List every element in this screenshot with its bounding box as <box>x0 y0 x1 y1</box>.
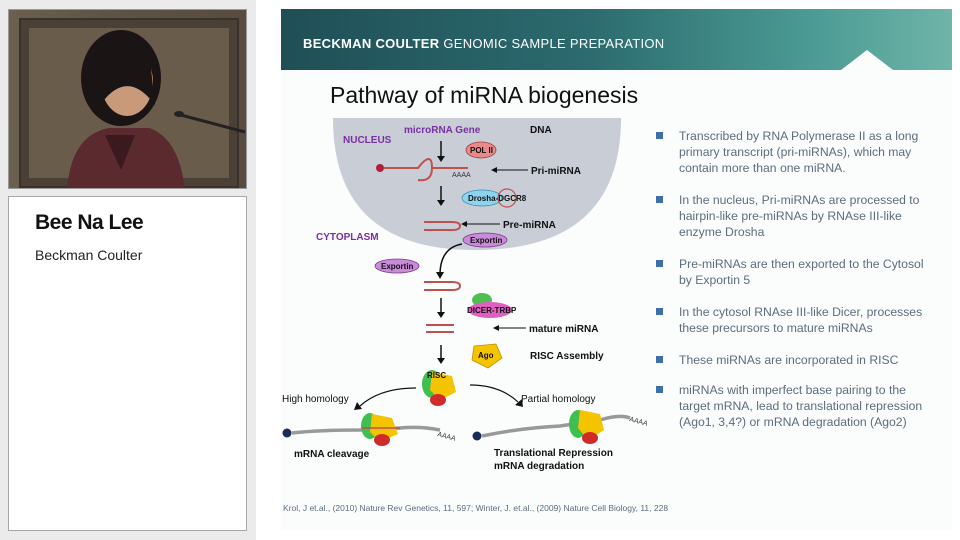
pri-mirna-label: Pri-miRNA <box>531 166 581 177</box>
presenter-video <box>8 9 247 189</box>
arrow-right-icon <box>515 399 523 407</box>
presenter-name: Bee Na Lee <box>35 211 144 234</box>
bullet-square-icon <box>656 308 663 315</box>
exportin-icon <box>462 232 508 248</box>
pri-mirna-strand <box>384 158 468 182</box>
banner-subtitle: GENOMIC SAMPLE PREPARATION <box>439 36 665 51</box>
pol2-enzyme-icon <box>465 141 497 159</box>
exportin-label: Exportin <box>470 236 503 245</box>
dicer-icon <box>468 302 512 318</box>
bullet-item: In the nucleus, Pri-miRNAs are processed… <box>656 192 928 240</box>
arrow-down-icon <box>436 272 444 279</box>
arrow-down-icon <box>437 156 445 162</box>
bullet-text: These miRNAs are incorporated in RISC <box>679 353 899 367</box>
banner-notch <box>841 50 893 70</box>
ago-label: Ago <box>478 351 494 360</box>
arrow-down-icon <box>437 358 445 364</box>
high-homology-label: High homology <box>282 394 349 405</box>
mature-mirna-label: mature miRNA <box>529 324 598 335</box>
slide-banner: BECKMAN COULTER GENOMIC SAMPLE PREPARATI… <box>281 9 952 70</box>
bullet-text: In the cytosol RNAse III-like Dicer, pro… <box>679 305 923 335</box>
dna-label: DNA <box>530 125 552 136</box>
target-mrna-right <box>481 414 631 438</box>
pre-mirna-hairpin <box>424 221 462 231</box>
cytoplasm-label: CYTOPLASM <box>316 232 379 243</box>
polya-tail-label: AAAA <box>452 172 471 179</box>
arrow-down-icon <box>437 200 445 206</box>
cap-icon <box>376 164 384 172</box>
bullet-square-icon <box>656 386 663 393</box>
exported-hairpin <box>424 281 462 291</box>
bullet-text: Pre-miRNAs are then exported to the Cyto… <box>679 257 924 287</box>
presenter-figure <box>67 30 246 188</box>
bullet-square-icon <box>656 196 663 203</box>
arrow-left-icon <box>354 402 362 410</box>
polya-tail-left-label: AAAA <box>436 431 456 443</box>
dicer-label: DICER-TRBP <box>467 306 517 315</box>
bullet-square-icon <box>656 132 663 139</box>
bullet-square-icon <box>656 356 663 363</box>
presenter-organization: Beckman Coulter <box>35 247 143 263</box>
exportin-cytoplasm-icon <box>374 258 420 274</box>
references: Krol, J et.al., (2010) Nature Rev Geneti… <box>283 503 669 513</box>
risc-label: RISC <box>427 371 446 380</box>
risc-red-icon <box>430 394 446 406</box>
partial-homology-label: Partial homology <box>521 394 595 405</box>
drosha-enzyme-icon <box>461 189 503 207</box>
bullet-list: Transcribed by RNA Polymerase II as a lo… <box>656 128 928 430</box>
polya-tail-right-label: AAAA <box>628 416 648 428</box>
translational-repression-label: Translational Repression <box>494 448 613 459</box>
pol2-label: POL II <box>470 146 493 155</box>
exportin-cytoplasm-label: Exportin <box>381 262 414 271</box>
bullet-item: In the cytosol RNAse III-like Dicer, pro… <box>656 304 928 336</box>
nucleus-label: NUCLEUS <box>343 135 392 146</box>
bullet-text: Transcribed by RNA Polymerase II as a lo… <box>679 129 919 175</box>
risc-yellow-icon <box>430 372 456 400</box>
mrna-cap-icon <box>282 428 292 438</box>
mrna-cleavage-label: mRNA cleavage <box>294 449 370 460</box>
bullet-square-icon <box>656 260 663 267</box>
banner-brand: BECKMAN COULTER <box>303 36 440 51</box>
ago-protein-icon <box>471 343 503 369</box>
presenter-info-panel: Bee Na Lee Beckman Coulter <box>8 196 247 531</box>
bullet-text: miRNAs with imperfect base pairing to th… <box>679 383 923 429</box>
risc-assembly-label: RISC Assembly <box>530 351 604 362</box>
mrna-degradation-label: mRNA degradation <box>494 461 584 472</box>
banner-text: BECKMAN COULTER GENOMIC SAMPLE PREPARATI… <box>303 36 664 51</box>
target-mrna-left <box>291 425 441 435</box>
nucleus-shape <box>333 118 621 250</box>
pre-mirna-label: Pre-miRNA <box>503 220 556 231</box>
microrna-gene-label: microRNA Gene <box>404 125 481 136</box>
bullet-item: These miRNAs are incorporated in RISC <box>656 352 928 368</box>
slide-title: Pathway of miRNA biogenesis <box>330 82 639 108</box>
bullet-item: Transcribed by RNA Polymerase II as a lo… <box>656 128 928 176</box>
mrna-cap-right-icon <box>472 431 482 441</box>
arrow-down-icon <box>437 312 445 318</box>
drosha-label: Drosha-DGCR8 <box>468 194 527 203</box>
bullet-item: Pre-miRNAs are then exported to the Cyto… <box>656 256 928 288</box>
bullet-text: In the nucleus, Pri-miRNAs are processed… <box>679 193 920 239</box>
bullet-item: miRNAs with imperfect base pairing to th… <box>656 382 928 430</box>
